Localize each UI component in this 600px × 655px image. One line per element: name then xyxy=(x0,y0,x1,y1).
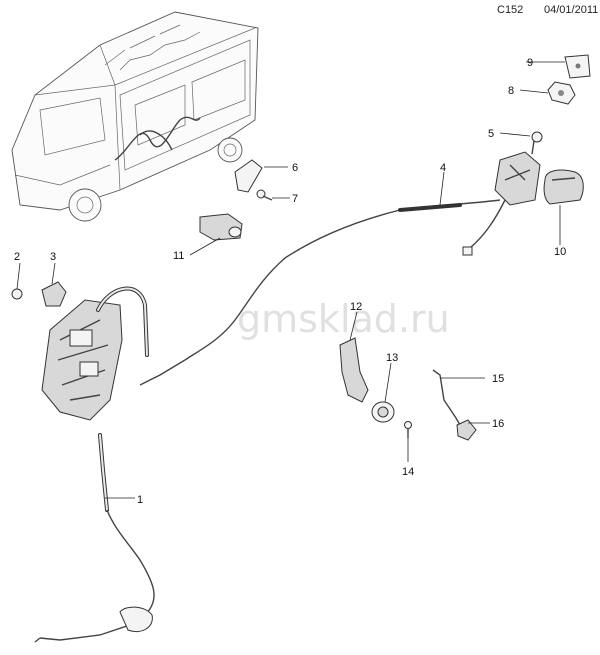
part-16-clip xyxy=(456,419,477,441)
diagram-date: 04/01/2011 xyxy=(544,4,599,16)
part-12-handle xyxy=(339,337,369,403)
callout-12: 12 xyxy=(350,301,362,313)
part-6-bracket xyxy=(234,159,263,193)
part-1-cable xyxy=(34,286,155,643)
callout-2: 2 xyxy=(14,251,20,263)
part-11-lock-cylinder xyxy=(199,213,243,241)
part-14-screw xyxy=(404,421,412,438)
diagram-code: C152 xyxy=(497,4,524,16)
part-2-bolt xyxy=(11,288,23,300)
callout-8: 8 xyxy=(508,85,514,97)
callout-9: 9 xyxy=(527,57,533,69)
part-7-bolt xyxy=(256,189,273,201)
callout-7: 7 xyxy=(292,193,298,205)
callout-11: 11 xyxy=(173,250,184,262)
part-3-bracket xyxy=(41,281,67,307)
leader-lines xyxy=(16,61,565,499)
callout-13: 13 xyxy=(386,352,398,364)
part-5-screw xyxy=(531,131,543,155)
door-lock-body xyxy=(41,299,123,421)
callout-5: 5 xyxy=(488,128,494,140)
part-9-bracket xyxy=(564,54,591,79)
callout-1: 1 xyxy=(137,494,143,506)
callout-14: 14 xyxy=(402,466,414,478)
watermark-text: gmsklad.ru xyxy=(237,297,450,341)
part-15-rod xyxy=(432,369,461,426)
callout-10: 10 xyxy=(554,246,566,258)
callout-4: 4 xyxy=(440,162,446,174)
part-13-bezel xyxy=(371,401,395,423)
callout-6: 6 xyxy=(292,162,298,174)
van-illustration xyxy=(11,11,259,222)
callout-16: 16 xyxy=(492,418,504,430)
part-8-clip xyxy=(547,81,576,105)
part-10-actuator xyxy=(543,169,584,205)
callout-3: 3 xyxy=(50,251,56,263)
callout-15: 15 xyxy=(492,373,504,385)
callout-numbers: 1 2 3 4 5 6 7 8 9 10 11 12 13 14 15 16 xyxy=(14,57,566,506)
part-4-cable xyxy=(139,151,541,386)
